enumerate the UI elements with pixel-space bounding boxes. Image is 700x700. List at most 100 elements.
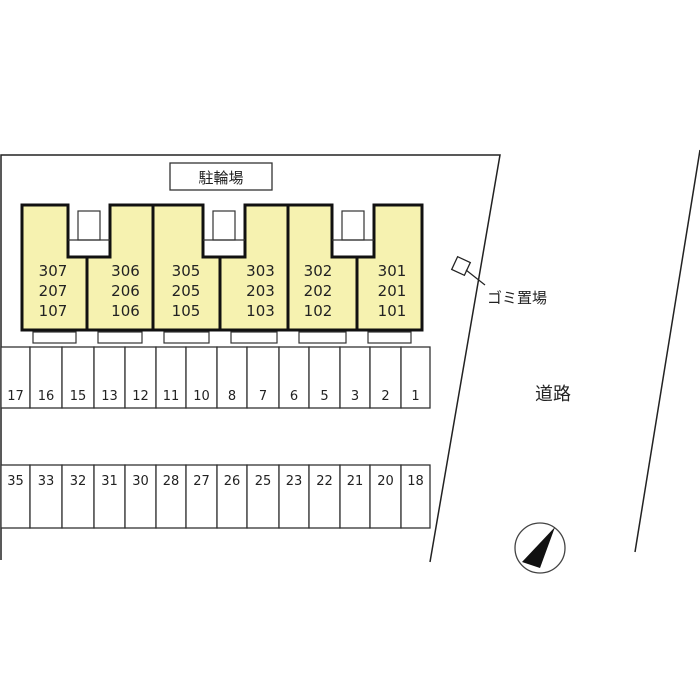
unit-outline: [355, 203, 424, 332]
road-label: 道路: [535, 384, 571, 405]
room-number: 203: [246, 282, 275, 300]
bicycle-parking: 駐輪場: [169, 162, 273, 191]
parking-space-number: 11: [163, 389, 180, 404]
parking-space: 12: [124, 346, 157, 409]
unit-stack: 303 203 103: [218, 203, 290, 344]
unit-stack: 302 202 102: [286, 203, 359, 344]
garbage-leader-line: [465, 269, 486, 286]
parking-space-number: 22: [316, 474, 333, 489]
garbage-label: ゴミ置場: [487, 289, 547, 307]
parking-space-number: 21: [347, 474, 364, 489]
parking-space: 23: [278, 464, 310, 529]
unit-stack: 306 206 106: [85, 203, 155, 344]
parking-space-number: 30: [132, 474, 149, 489]
stair-landing: [68, 210, 110, 241]
room-number: 105: [172, 302, 201, 320]
parking-space: 2: [369, 346, 402, 409]
parking-space-number: 2: [381, 389, 389, 404]
road-edge: [634, 149, 700, 553]
parking-space-number: 32: [70, 474, 87, 489]
parking-space-number: 26: [224, 474, 241, 489]
parking-space-number: 6: [290, 389, 298, 404]
parking-space-number: 10: [193, 389, 210, 404]
room-number: 302: [304, 262, 333, 280]
parking-space-number: 5: [320, 389, 328, 404]
parking-space: 22: [308, 464, 341, 529]
parking-space-number: 13: [101, 389, 118, 404]
parking-space: 33: [29, 464, 63, 529]
parking-space: 20: [369, 464, 402, 529]
room-number: 202: [304, 282, 333, 300]
parking-space: 32: [61, 464, 95, 529]
entrance-step: [367, 331, 412, 344]
room-number: 306: [111, 262, 140, 280]
parking-row-1: 17 16 15 13 12 11 10 8 7 6 5 3 2 1: [0, 346, 431, 409]
parking-space-number: 27: [193, 474, 210, 489]
parking-space-number: 1: [411, 389, 419, 404]
entrance-step: [32, 331, 77, 344]
parking-space-number: 17: [7, 389, 24, 404]
parking-space: 28: [155, 464, 187, 529]
room-number: 305: [172, 262, 201, 280]
room-number: 307: [39, 262, 68, 280]
parking-space-number: 33: [38, 474, 55, 489]
parking-space: 8: [216, 346, 248, 409]
room-number: 102: [304, 302, 333, 320]
room-number: 107: [39, 302, 68, 320]
parking-space-number: 23: [286, 474, 303, 489]
unit-stack: 307 207 107: [20, 203, 89, 344]
parking-space-number: 7: [259, 389, 267, 404]
parking-space: 10: [185, 346, 218, 409]
room-number: 103: [246, 302, 275, 320]
room-number: 303: [246, 262, 275, 280]
parking-space: 26: [216, 464, 248, 529]
parking-space-number: 16: [38, 389, 55, 404]
unit-stack: 305 205 105: [151, 203, 222, 344]
room-number: 106: [111, 302, 140, 320]
parking-space-number: 3: [351, 389, 359, 404]
entrance-step: [230, 331, 278, 344]
parking-space-number: 12: [132, 389, 149, 404]
parking-space-number: 18: [407, 474, 424, 489]
room-number: 101: [378, 302, 407, 320]
parking-space: 7: [246, 346, 280, 409]
parking-space: 18: [400, 464, 431, 529]
parking-space-number: 15: [70, 389, 87, 404]
parking-space: 35: [0, 464, 31, 529]
stair-landing: [332, 210, 374, 241]
entrance-step: [298, 331, 347, 344]
parking-space-number: 28: [163, 474, 180, 489]
parking-space: 16: [29, 346, 63, 409]
parking-space-number: 25: [255, 474, 272, 489]
parking-space: 13: [93, 346, 126, 409]
stair-landing: [203, 210, 245, 241]
parking-space: 15: [61, 346, 95, 409]
room-number: 301: [378, 262, 407, 280]
parking-space-number: 35: [7, 474, 24, 489]
parking-space: 31: [93, 464, 126, 529]
parking-space-number: 31: [101, 474, 118, 489]
unit-stack: 301 201 101: [355, 203, 424, 344]
parking-row-2: 35 33 32 31 30 28 27 26 25 23 22 21 20 18: [0, 464, 431, 529]
room-number: 205: [172, 282, 201, 300]
garbage-box: [450, 255, 472, 277]
garbage-area: ゴミ置場: [450, 255, 547, 307]
room-number: 201: [378, 282, 407, 300]
parking-space: 25: [246, 464, 280, 529]
parking-space: 21: [339, 464, 371, 529]
bicycle-parking-label: 駐輪場: [198, 169, 243, 187]
entrance-step: [163, 331, 210, 344]
parking-space: 30: [124, 464, 157, 529]
parking-space: 5: [308, 346, 341, 409]
north-arrow-icon: [514, 522, 566, 574]
room-number: 206: [111, 282, 140, 300]
parking-space: 27: [185, 464, 218, 529]
parking-space: 1: [400, 346, 431, 409]
parking-space-number: 20: [377, 474, 394, 489]
room-number: 207: [39, 282, 68, 300]
parking-space: 3: [339, 346, 371, 409]
parking-space-number: 8: [228, 389, 236, 404]
parking-space: 11: [155, 346, 187, 409]
